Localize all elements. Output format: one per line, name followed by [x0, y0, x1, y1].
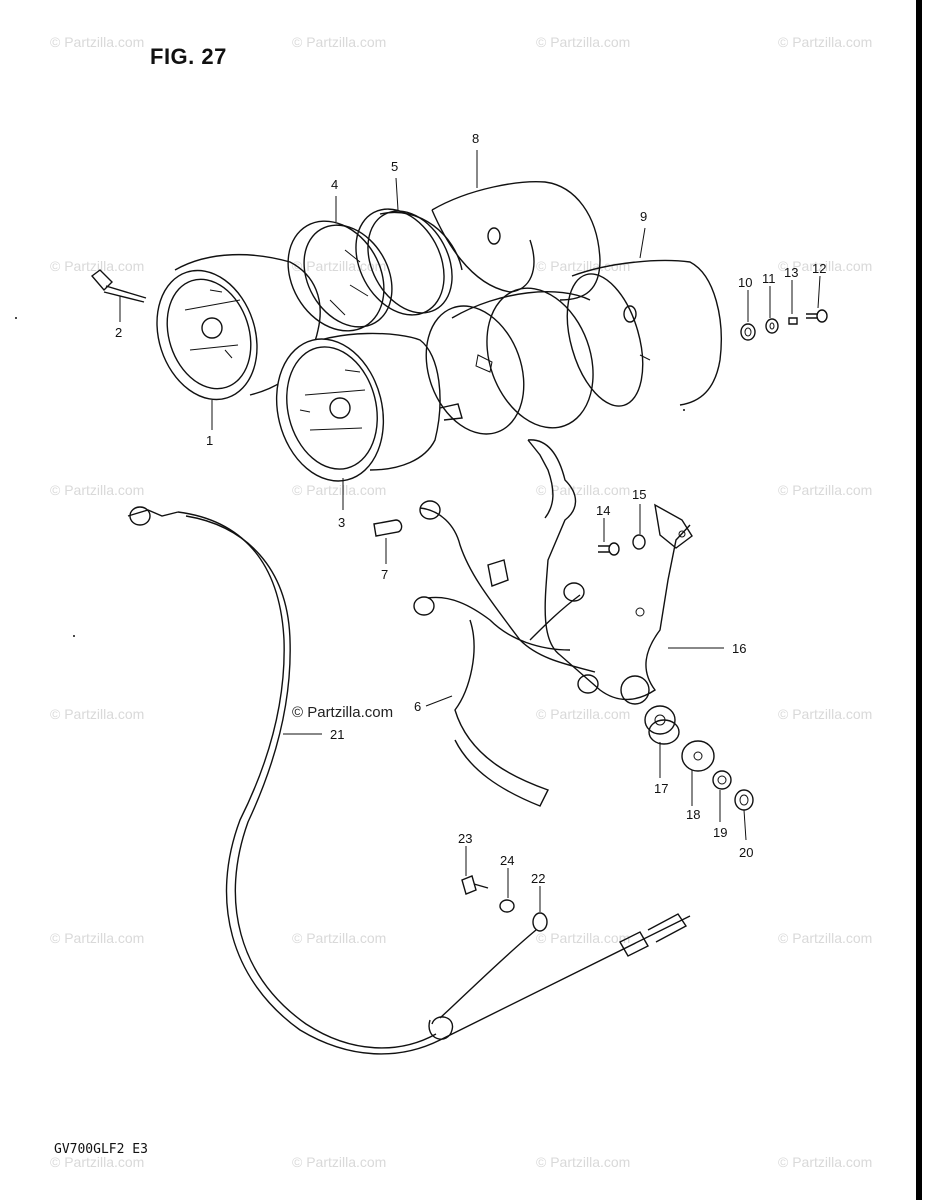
callout-16: 16: [732, 641, 747, 656]
callout-17: 17: [654, 781, 669, 796]
callout-4: 4: [331, 177, 339, 192]
callout-9: 9: [640, 209, 648, 224]
watermark: © Partzilla.com: [292, 258, 387, 274]
watermark: © Partzilla.com: [778, 706, 873, 722]
watermark: © Partzilla.com: [778, 482, 873, 498]
callout-15: 15: [632, 487, 647, 502]
callout-12: 12: [812, 261, 827, 276]
callout-21: 21: [330, 727, 345, 742]
watermark: © Partzilla.com: [778, 34, 873, 50]
callout-18: 18: [686, 807, 701, 822]
stray-mark: [73, 635, 75, 637]
callout-3: 3: [338, 515, 346, 530]
watermark: © Partzilla.com: [50, 258, 145, 274]
watermark: © Partzilla.com: [292, 1154, 387, 1170]
stray-mark: [15, 317, 17, 319]
watermark: © Partzilla.com: [536, 930, 631, 946]
page-edge: [916, 0, 922, 1200]
part-16-bracket: [527, 439, 693, 705]
figure-title: FIG. 27: [150, 44, 227, 69]
watermark: © Partzilla.com: [292, 34, 387, 50]
part-21-speedometer-cable: [127, 506, 691, 1055]
watermark: © Partzilla.com: [50, 930, 145, 946]
part-22-clamp: [428, 912, 548, 1040]
part-9-meter-case: [566, 259, 722, 407]
part-23-screw: [461, 875, 489, 895]
callout-1: 1: [206, 433, 214, 448]
callout-5: 5: [391, 159, 399, 174]
watermark-center: © Partzilla.com: [292, 704, 394, 721]
part-17-cushion: [644, 705, 680, 745]
stray-mark: [683, 409, 685, 411]
callout-7: 7: [381, 567, 389, 582]
callout-10: 10: [738, 275, 753, 290]
callout-23: 23: [458, 831, 473, 846]
inner-ring: [425, 287, 594, 435]
watermark: © Partzilla.com: [778, 258, 873, 274]
watermark: © Partzilla.com: [536, 34, 631, 50]
callout-11: 11: [762, 271, 776, 286]
part-10-nut: [740, 323, 756, 341]
part-4-ring: [287, 220, 393, 332]
part-3-tachometer: [275, 332, 463, 482]
part-15-washer: [632, 534, 646, 550]
callout-19: 19: [713, 825, 728, 840]
callout-24: 24: [500, 853, 515, 868]
part-7-bulb: [373, 519, 403, 537]
part-20-nut: [734, 789, 754, 811]
callout-13: 13: [784, 265, 799, 280]
watermark: © Partzilla.com: [292, 930, 387, 946]
watermark: © Partzilla.com: [50, 482, 145, 498]
watermark: © Partzilla.com: [50, 34, 145, 50]
watermark: © Partzilla.com: [536, 482, 631, 498]
callout-14: 14: [596, 503, 611, 518]
part-18-washer: [681, 740, 715, 772]
part-13-washer: [788, 317, 798, 325]
watermark: © Partzilla.com: [50, 1154, 145, 1170]
part-14-screw: [598, 542, 620, 556]
leader-lines: [119, 150, 821, 912]
watermark: © Partzilla.com: [536, 258, 631, 274]
callout-22: 22: [531, 871, 546, 886]
part-5-ring: [355, 208, 463, 316]
part-12-screw: [806, 309, 828, 323]
watermark: © Partzilla.com: [292, 482, 387, 498]
part-19-washer: [712, 770, 732, 790]
watermark: © Partzilla.com: [778, 1154, 873, 1170]
watermark: © Partzilla.com: [50, 706, 145, 722]
callout-6: 6: [414, 699, 422, 714]
callout-2: 2: [115, 325, 123, 340]
part-24-washer: [499, 899, 515, 913]
callout-20: 20: [739, 845, 754, 860]
part-6-wire-harness: [413, 500, 599, 807]
watermark: © Partzilla.com: [536, 1154, 631, 1170]
figure-code: GV700GLF2 E3: [54, 1142, 148, 1157]
watermark: © Partzilla.com: [536, 706, 631, 722]
part-11-washer: [765, 318, 779, 334]
callout-8: 8: [472, 131, 480, 146]
watermark: © Partzilla.com: [778, 930, 873, 946]
part-2-socket: [90, 269, 147, 303]
adjacent-page-strip: [922, 0, 944, 1200]
